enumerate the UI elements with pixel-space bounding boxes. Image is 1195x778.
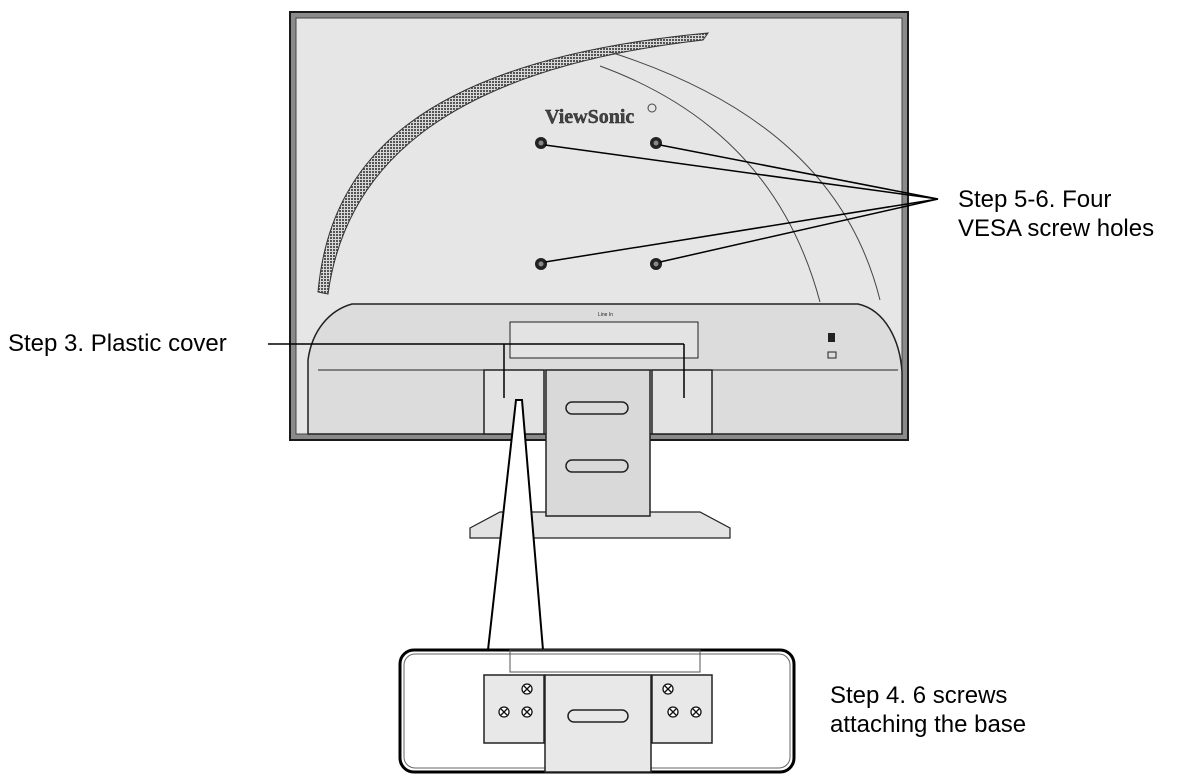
plastic-cover-right (651, 369, 713, 435)
port-cover (509, 321, 699, 359)
lock-slot-icon (828, 333, 835, 342)
monitor-back-panel: ViewSonic Line In (289, 11, 909, 441)
registered-mark (647, 103, 657, 113)
screws-callout: Step 4. 6 screws attaching the base (830, 681, 1026, 739)
screw-icon (690, 706, 702, 718)
decorative-arc-outer (609, 51, 881, 301)
base-screw-icons (498, 683, 702, 718)
vesa-callout-line-2: VESA screw holes (958, 215, 1155, 242)
screw-icon (498, 706, 510, 718)
stand-neck (545, 369, 651, 517)
zoom-detail-panel (398, 648, 796, 774)
monitor-stand (469, 369, 731, 539)
vent-grille (317, 32, 710, 295)
screws-callout-line-1: Step 4. 6 screws (830, 682, 1008, 709)
vesa-callout: Step 5-6. Four VESA screw holes (958, 185, 1154, 243)
lower-housing (307, 303, 903, 435)
screw-icon (521, 683, 533, 695)
screw-icon (667, 706, 679, 718)
decorative-arc-inner (599, 65, 821, 303)
vesa-screw-holes (535, 137, 662, 270)
screw-icon (521, 706, 533, 718)
leader-lines (268, 144, 939, 398)
stand-base (469, 511, 731, 539)
port-label: Line In (598, 312, 613, 318)
screws-callout-line-2: attaching the base (830, 711, 1027, 738)
vesa-callout-line-1: Step 5-6. Four (958, 186, 1112, 213)
plastic-cover-callout: Step 3. Plastic cover (8, 330, 227, 357)
screw-icon (662, 683, 674, 695)
brand-logo: ViewSonic (545, 106, 634, 128)
